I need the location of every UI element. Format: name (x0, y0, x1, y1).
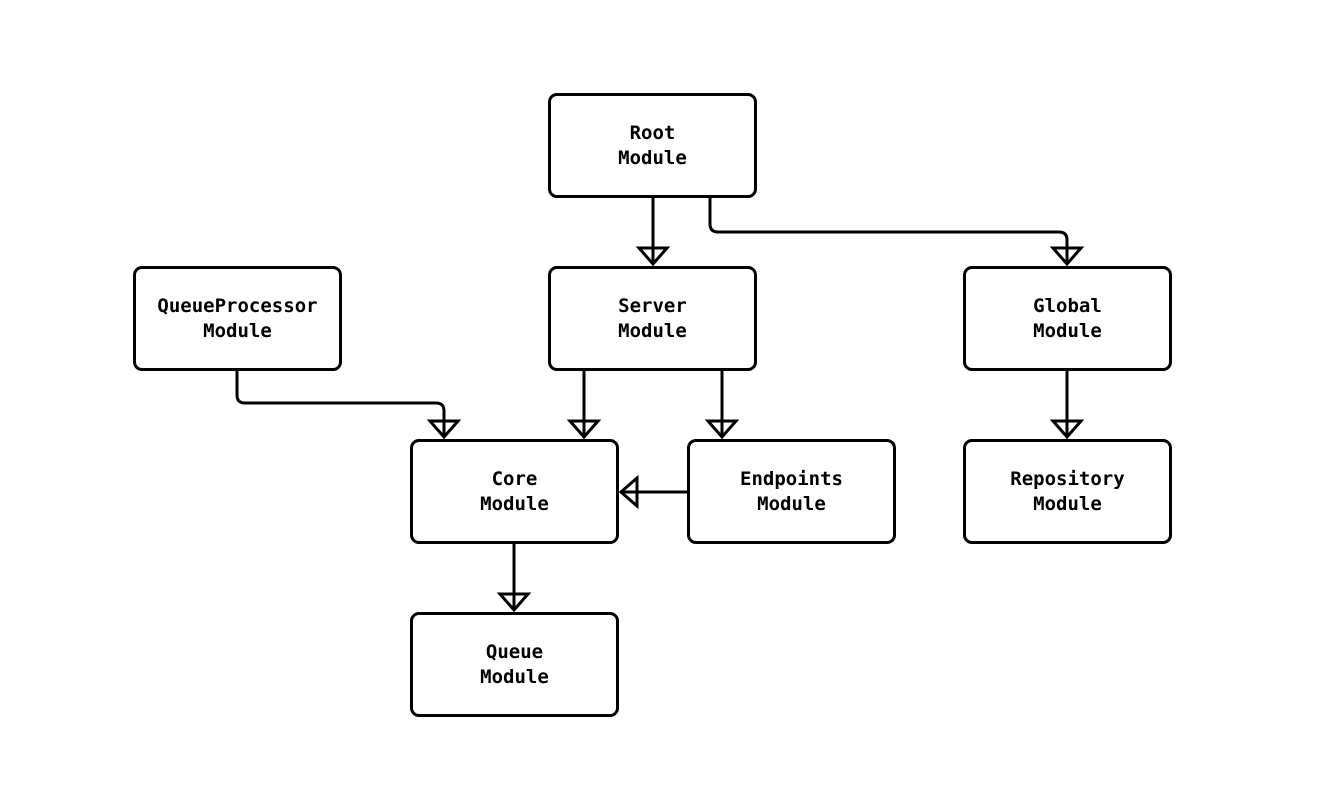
node-queue-label-line2: Module (480, 665, 549, 688)
node-endpoints-module: Endpoints Module (687, 439, 896, 544)
node-queue-label-line1: Queue (485, 640, 544, 663)
node-global-label-line2: Module (1033, 319, 1102, 342)
node-global-module: Global Module (963, 266, 1172, 371)
edge-root-to-global (708, 198, 1085, 267)
node-repository-label-line2: Module (1033, 492, 1102, 515)
node-queue-module: Queue Module (410, 612, 619, 717)
node-server-label-line1: Server (618, 294, 687, 317)
node-global-label-line1: Global (1033, 294, 1102, 317)
node-root-module: Root Module (548, 93, 757, 198)
node-core-label-line2: Module (480, 492, 549, 515)
node-core-label-line1: Core (491, 467, 538, 490)
node-server-label-line2: Module (618, 319, 687, 342)
node-root-label-line2: Module (618, 146, 687, 169)
edge-queueprocessor-to-core (235, 371, 462, 440)
node-repository-label-line1: Repository (1010, 467, 1125, 490)
node-repository-module: Repository Module (963, 439, 1172, 544)
node-root-label-line1: Root (629, 121, 676, 144)
node-endpoints-label-line1: Endpoints (740, 467, 843, 490)
node-queueprocessor-label-line2: Module (203, 319, 272, 342)
node-core-module: Core Module (410, 439, 619, 544)
node-queueprocessor-module: QueueProcessor Module (133, 266, 342, 371)
node-endpoints-label-line2: Module (757, 492, 826, 515)
node-queueprocessor-label-line1: QueueProcessor (157, 294, 318, 317)
node-server-module: Server Module (548, 266, 757, 371)
